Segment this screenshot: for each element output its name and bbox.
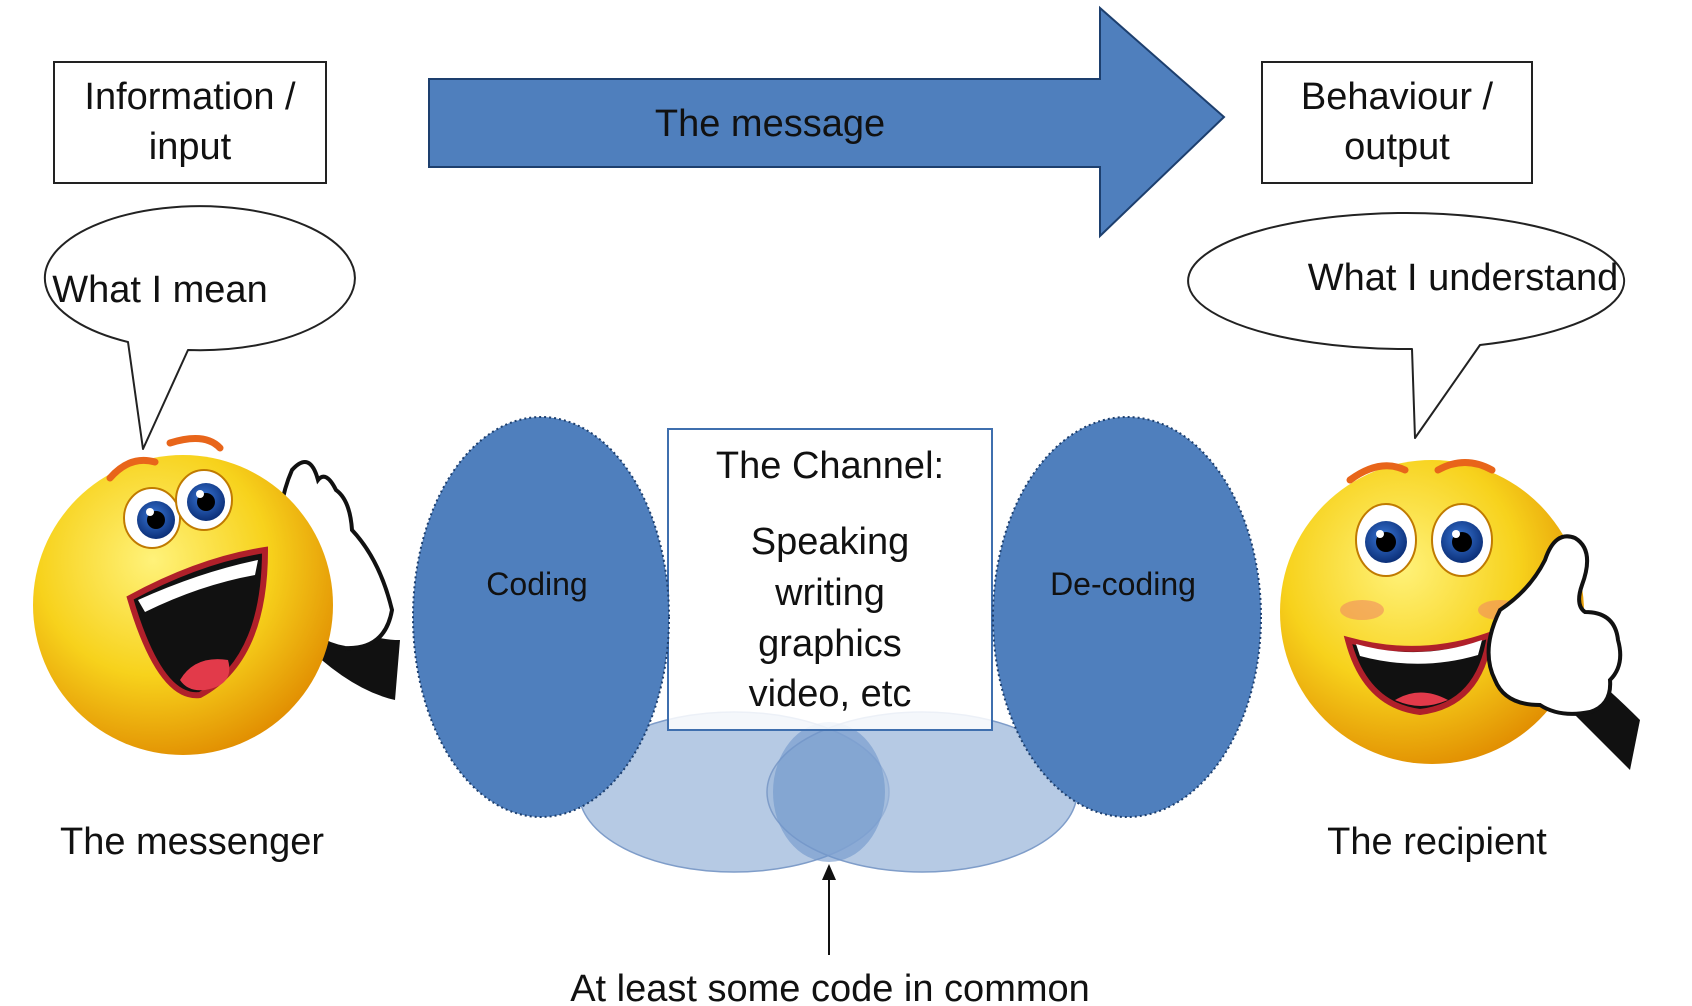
input-box-line2: input [149, 126, 232, 168]
coding-label: Coding [486, 566, 587, 602]
common-code-pointer-arrow [822, 864, 836, 955]
recipient-speech-text: What I understand [1308, 257, 1619, 299]
channel-item: writing [774, 572, 885, 614]
common-code-label: At least some code in common [570, 968, 1090, 1006]
decoding-ellipse: De-coding [992, 416, 1262, 818]
message-arrow-label: The message [655, 103, 885, 145]
common-code-overlap [578, 711, 1078, 873]
thumbs-up-icon [1486, 534, 1623, 716]
channel-title: The Channel: [716, 445, 944, 487]
input-box-line1: Information / [84, 76, 296, 118]
channel-item: graphics [758, 623, 902, 665]
output-box-line2: output [1344, 126, 1450, 168]
messenger-speech-text: What I mean [52, 269, 267, 311]
recipient-caption: The recipient [1327, 821, 1547, 863]
output-box: Behaviour / output [1261, 61, 1533, 184]
channel-box: The Channel: Speaking writing graphics v… [667, 428, 993, 731]
input-box: Information / input [53, 61, 327, 184]
messenger-speech-bubble: What I mean [43, 205, 356, 450]
message-arrow: The message [428, 5, 1226, 239]
messenger-caption: The messenger [60, 821, 324, 863]
channel-item: video, etc [749, 673, 912, 715]
messenger-smiley [33, 435, 400, 755]
recipient-speech-bubble: What I understand [1187, 212, 1626, 439]
output-box-line1: Behaviour / [1301, 76, 1494, 118]
decoding-label: De-coding [1050, 566, 1196, 602]
recipient-smiley [1280, 459, 1640, 770]
channel-item: Speaking [751, 521, 909, 563]
coding-ellipse: Coding [412, 416, 670, 818]
